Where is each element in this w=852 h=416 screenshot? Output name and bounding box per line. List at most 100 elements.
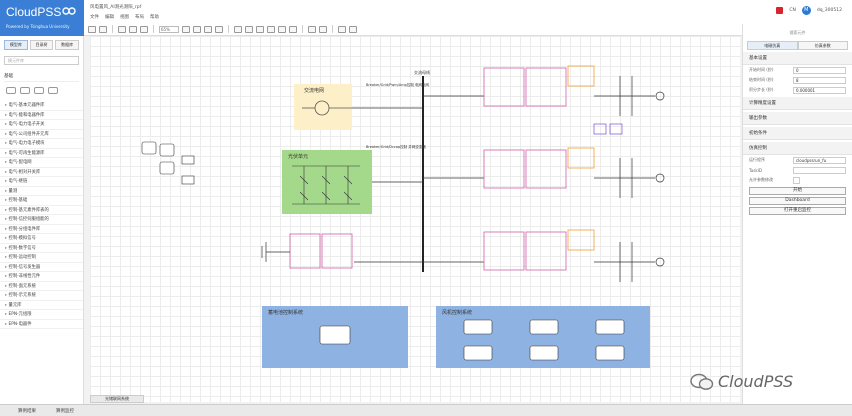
start-button[interactable]: 开始 (749, 187, 846, 195)
wind-converters[interactable] (483, 67, 567, 271)
storage-controller-block[interactable] (319, 325, 351, 345)
library-category-item[interactable]: 控制-信号发生器 (0, 263, 83, 272)
library-category-item[interactable]: 电气-继链 (0, 177, 83, 187)
zoom-out-icon[interactable] (193, 25, 201, 33)
circuit-diagram: 交流电网 光伏单元 交流母线 Breaker/Grid/Pwm/Amp控制 电网… (141, 65, 665, 368)
diagram-tab[interactable]: 光储联网系统 (90, 395, 144, 403)
library-category-item[interactable]: 电气-公司组件开元库 (0, 130, 83, 139)
library-category-item[interactable]: 电气-基本元器件库 (0, 101, 83, 111)
wind-generator-icon[interactable] (655, 173, 665, 183)
insert-icon[interactable] (338, 25, 346, 33)
field-label: TaskID (749, 167, 762, 173)
monitor-tab[interactable]: 算例监控 (56, 408, 74, 414)
tab-database[interactable]: 数据库 (55, 40, 80, 50)
basic-category-header[interactable]: 基础 (4, 71, 79, 82)
settings-icon[interactable] (349, 25, 357, 33)
ac-grid-block[interactable] (294, 84, 352, 130)
battery-icon[interactable] (261, 242, 290, 262)
diagram-canvas[interactable]: 交流电网 光伏单元 交流母线 Breaker/Grid/Pwm/Amp控制 电网… (90, 36, 740, 402)
language-flag-icon[interactable] (776, 7, 784, 14)
resistor-component-icon[interactable] (20, 87, 30, 94)
line-color-icon[interactable] (278, 25, 286, 33)
menu-edit[interactable]: 编辑 (105, 15, 114, 20)
wind-controller-blocks[interactable] (463, 319, 625, 361)
dashboard-button[interactable]: Dashboard (749, 197, 846, 205)
library-category-item[interactable]: 量测 (0, 187, 83, 196)
control-block[interactable] (609, 123, 623, 135)
library-category-item[interactable]: 控制-分组电件库 (0, 225, 83, 234)
control-block[interactable] (593, 123, 607, 135)
storage-converter[interactable] (289, 233, 353, 269)
start-time-input[interactable]: 0 (793, 66, 846, 74)
allow-modify-checkbox[interactable] (793, 176, 800, 184)
shadow-icon[interactable] (289, 25, 297, 33)
menu-file[interactable]: 文件 (90, 15, 99, 20)
page-icon[interactable] (140, 25, 148, 33)
library-category-item[interactable]: EPN-元组限 (0, 310, 83, 320)
library-category-item[interactable]: 电气-可再生能源库 (0, 149, 83, 158)
capacitor-component-icon[interactable] (34, 87, 44, 94)
step-size-input[interactable]: 0.000001 (793, 86, 846, 94)
tab-sim-parameters[interactable]: 仿真参数 (797, 41, 848, 50)
inductor-component-icon[interactable] (48, 87, 58, 94)
pv-block[interactable] (282, 150, 372, 214)
redo-icon[interactable] (215, 25, 223, 33)
copy-icon[interactable] (99, 25, 107, 33)
library-category-item[interactable]: 控制-面元系统 (0, 282, 83, 291)
library-category-item[interactable]: 控制-非线性元件 (0, 272, 83, 282)
library-category-item[interactable]: 控制-信控伺服组能的 (0, 215, 83, 225)
library-category-item[interactable]: 控制-数字信号 (0, 244, 83, 253)
menu-view[interactable]: 视图 (120, 15, 129, 20)
language-label[interactable]: CN (789, 8, 796, 13)
library-category-item[interactable]: 量元库 (0, 301, 83, 310)
open-monitor-button[interactable]: 打开重启监控 (749, 207, 846, 215)
library-category-item[interactable]: 电气-电力电子开关 (0, 120, 83, 130)
zoom-in-icon[interactable] (182, 25, 190, 33)
zoom-select[interactable]: 65% (159, 25, 179, 33)
menu-layout[interactable]: 布局 (135, 15, 144, 20)
library-category-item[interactable]: 控制-基础 (0, 196, 83, 206)
library-category-item[interactable]: 电气-能和电器件库 (0, 111, 83, 120)
section-initial[interactable]: 初始条件 (743, 127, 852, 140)
front-icon[interactable] (245, 25, 253, 33)
library-category-item[interactable]: 电气-相对开关库 (0, 168, 83, 177)
library-category-item[interactable]: EPN-电器件 (0, 320, 83, 329)
section-output[interactable]: 输出参数 (743, 112, 852, 125)
avatar[interactable]: M (801, 6, 811, 15)
library-category-item[interactable]: 控制-运动控制 (0, 253, 83, 263)
end-time-input[interactable]: 8 (793, 76, 846, 84)
run-program-select[interactable]: cloudpssrun_fu (793, 156, 846, 164)
tab-model-library[interactable]: 模型库 (4, 40, 28, 50)
library-search-input[interactable]: 模元件库 (4, 56, 79, 65)
save-icon[interactable] (118, 25, 126, 33)
wind-generator-icon[interactable] (655, 257, 665, 267)
section-basic[interactable]: 基本设置 (743, 52, 852, 65)
back-icon[interactable] (256, 25, 264, 33)
results-tab[interactable]: 算例结果 (18, 408, 36, 414)
section-calc-precision[interactable]: 计算精度设置 (743, 97, 852, 110)
field-label: 开始时间 (秒) (749, 67, 774, 72)
fill-icon[interactable] (267, 25, 275, 33)
undo-icon[interactable] (204, 25, 212, 33)
print-icon[interactable] (129, 25, 137, 33)
wind-generator-icon[interactable] (655, 91, 665, 101)
library-category-item[interactable]: 控制-模拟信号 (0, 234, 83, 244)
component-search[interactable]: 搜索元件 (789, 30, 806, 35)
cut-icon[interactable] (88, 25, 96, 33)
control-logic[interactable] (141, 141, 195, 185)
filter-blocks[interactable] (567, 65, 595, 251)
switch-component-icon[interactable] (6, 87, 16, 94)
library-category-item[interactable]: 控制-示元系统 (0, 291, 83, 301)
connector-icon[interactable] (308, 25, 316, 33)
library-category-item[interactable]: 电气-电力电子模块 (0, 139, 83, 149)
menu-help[interactable]: 帮助 (150, 15, 159, 20)
library-category-item[interactable]: 电气-配电网 (0, 158, 83, 168)
library-category-item[interactable]: 控制-基元素件库表的 (0, 206, 83, 215)
section-sim-control[interactable]: 仿真控制 (743, 142, 852, 155)
tab-directory[interactable]: 目录树 (29, 40, 54, 50)
delete-icon[interactable] (234, 25, 242, 33)
tab-em-simulation[interactable]: 电磁仿真 (747, 41, 798, 50)
task-id-input[interactable] (793, 166, 846, 174)
waypoint-icon[interactable] (319, 25, 327, 33)
username[interactable]: dq_300512 (816, 8, 842, 13)
